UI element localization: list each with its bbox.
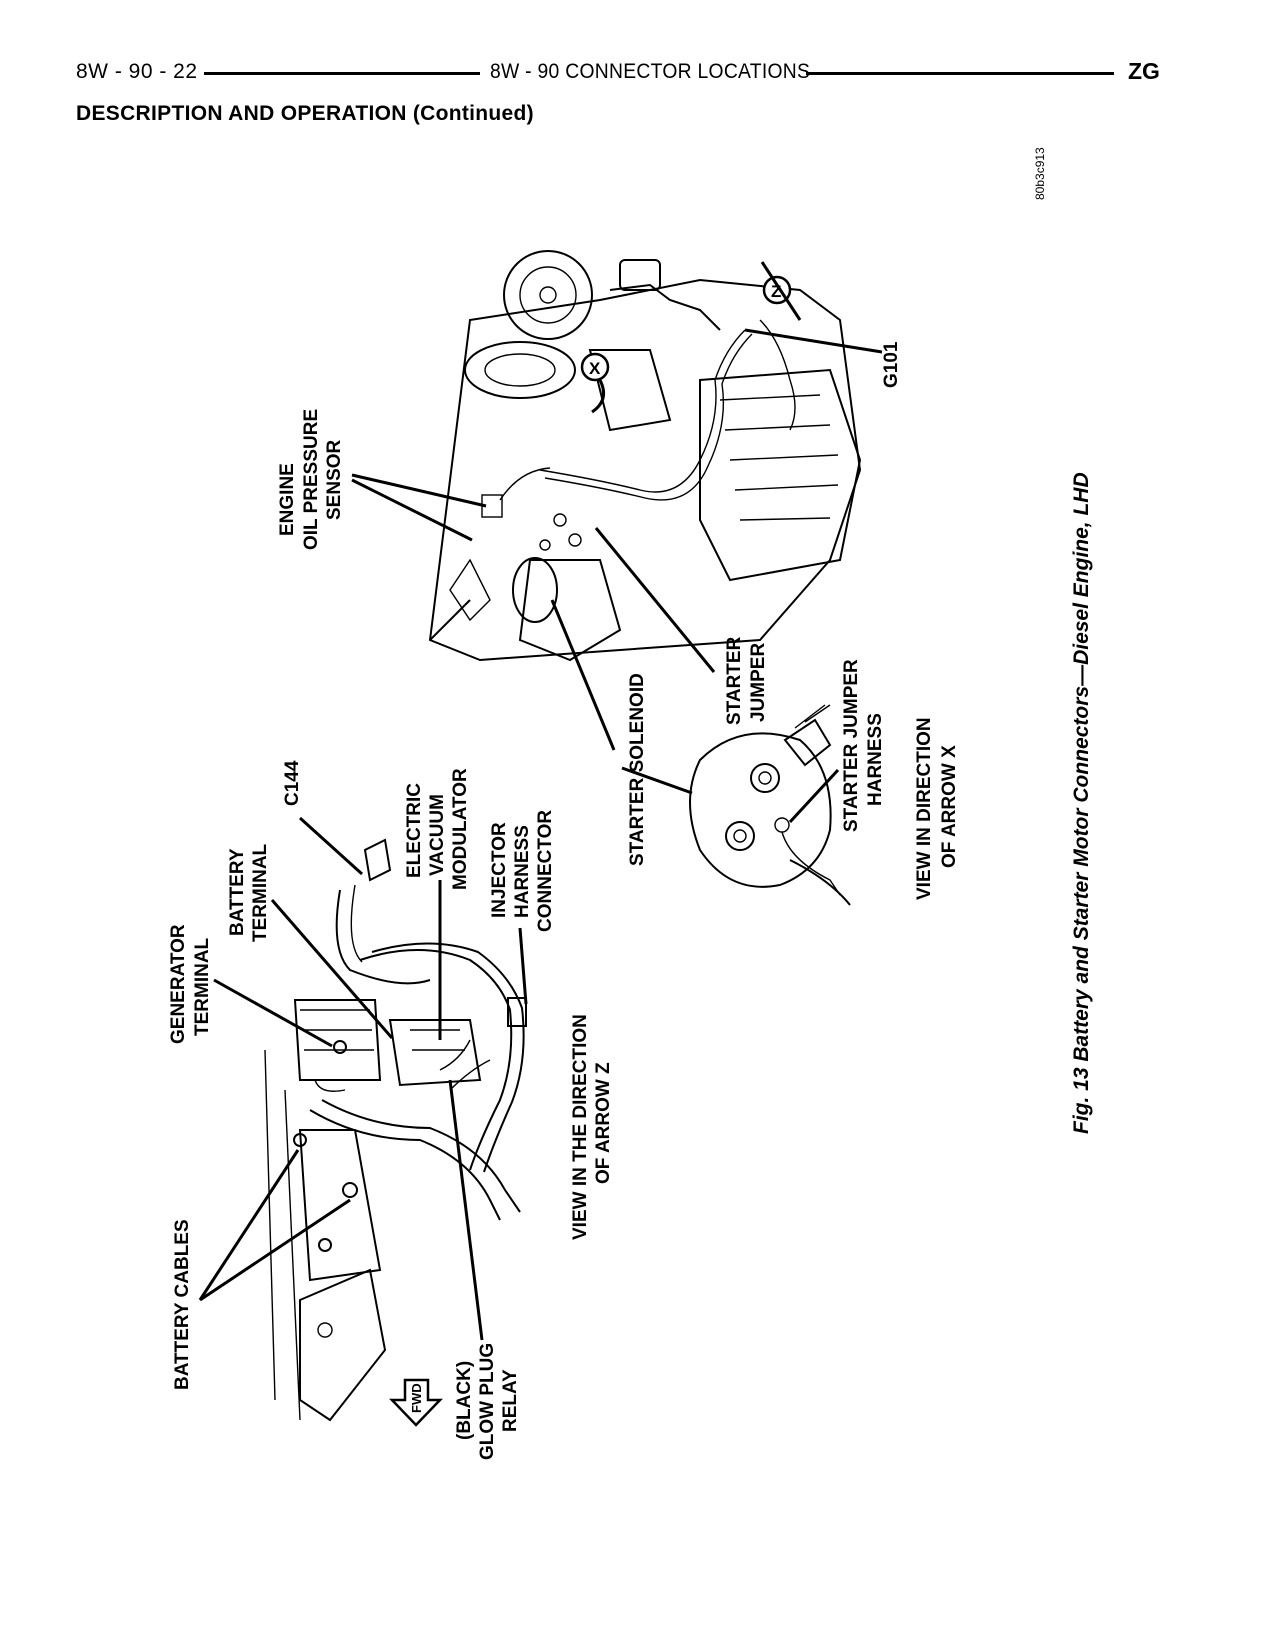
relay-label: RELAY: [500, 1369, 521, 1432]
connector-label: CONNECTOR: [535, 810, 556, 932]
arrow-z-letter: Z: [771, 282, 781, 301]
starter-jumper-harness-label-1: STARTER JUMPER: [841, 659, 862, 832]
battery-area-illustration: [264, 838, 527, 1422]
solenoid-detail-illustration: [689, 704, 851, 906]
glow-plug-label: GLOW PLUG: [477, 1343, 498, 1460]
black-label: (BLACK): [454, 1361, 475, 1440]
view-x-label-1: VIEW IN DIRECTION: [914, 717, 935, 900]
injector-label: INJECTOR: [489, 822, 510, 918]
section-title: DESCRIPTION AND OPERATION (Continued): [76, 102, 534, 125]
starter-jumper-label-2: JUMPER: [748, 643, 769, 722]
engine-label: ENGINE: [277, 463, 298, 536]
oil-pressure-label: OIL PRESSURE: [301, 409, 322, 550]
arrow-z-marker: Z: [760, 261, 802, 321]
figure-caption: Fig. 13 Battery and Starter Motor Connec…: [1070, 472, 1093, 1134]
figure-labels: ENGINE OIL PRESSURE SENSOR G101 STARTER …: [168, 147, 1093, 1460]
arrow-x-marker: X: [580, 352, 610, 414]
fwd-arrow: FWD: [389, 1378, 443, 1427]
modulator-label: MODULATOR: [450, 768, 471, 890]
header-rule-left: [204, 72, 480, 75]
header-title: 8W - 90 CONNECTOR LOCATIONS: [490, 60, 811, 83]
g101-label: G101: [881, 341, 902, 388]
starter-jumper-harness-label-2: HARNESS: [865, 713, 886, 806]
generator-terminal-label-2: TERMINAL: [192, 937, 213, 1036]
battery-terminal-label-1: BATTERY: [227, 848, 248, 936]
view-z-label-1: VIEW IN THE DIRECTION: [570, 1014, 591, 1240]
electric-label: ELECTRIC: [404, 783, 425, 878]
starter-jumper-label-1: STARTER: [724, 636, 745, 725]
generator-terminal-label-1: GENERATOR: [168, 924, 189, 1044]
view-x-label-2: OF ARROW X: [939, 745, 960, 868]
leader-lines: [198, 328, 883, 1341]
arrow-x-letter: X: [589, 359, 601, 378]
sensor-label: SENSOR: [324, 439, 345, 520]
harness-label: HARNESS: [512, 825, 533, 918]
vacuum-label: VACUUM: [427, 794, 448, 876]
header-code: ZG: [1128, 58, 1160, 84]
figure-image-id: 80b3c913: [1033, 147, 1047, 200]
fwd-label: FWD: [409, 1383, 424, 1413]
battery-cables-label: BATTERY CABLES: [172, 1219, 193, 1390]
starter-solenoid-label: STARTER SOLENOID: [627, 673, 648, 866]
page-number: 8W - 90 - 22: [76, 60, 198, 83]
header-rule-right: [806, 72, 1114, 75]
view-z-label-2: OF ARROW Z: [593, 1062, 614, 1184]
c144-label: C144: [282, 760, 303, 806]
battery-terminal-label-2: TERMINAL: [250, 843, 271, 942]
